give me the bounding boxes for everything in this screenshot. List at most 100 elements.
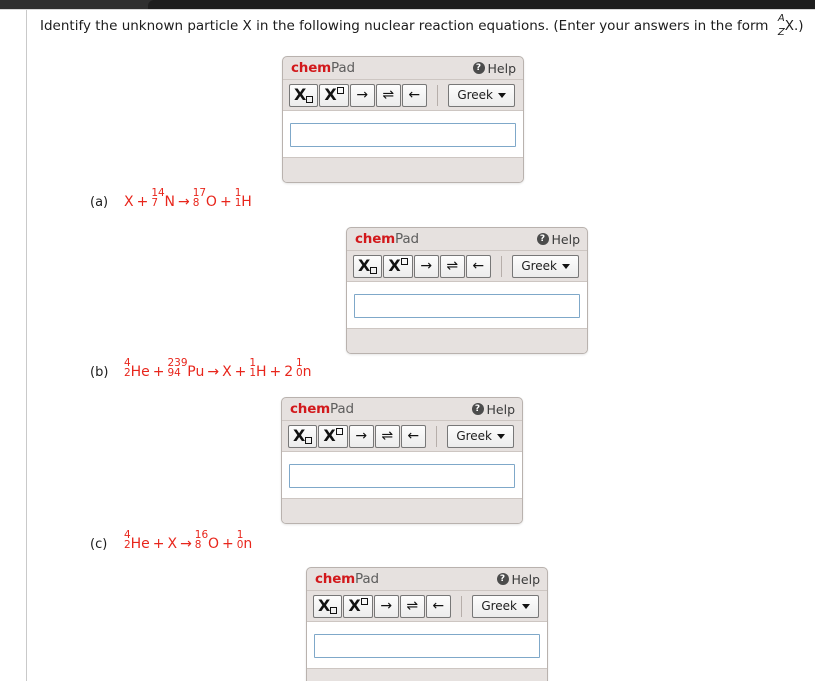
element-symbol: He: [130, 536, 150, 552]
stoichiometric-coefficient: 2: [284, 364, 296, 380]
superscript-button[interactable]: X: [319, 83, 349, 107]
help-label: Help: [511, 571, 541, 587]
left-arrow-button[interactable]: ←: [465, 254, 491, 278]
equilibrium-arrow-button[interactable]: ⇌: [375, 83, 401, 107]
atomic-number: 94: [167, 367, 181, 379]
superscript-button-glyph: X: [388, 256, 408, 275]
reaction-arrow: →: [207, 364, 220, 380]
help-button[interactable]: ?Help: [536, 232, 580, 247]
element-symbol: H: [241, 194, 252, 210]
answer-input[interactable]: [354, 294, 580, 318]
chempad-canvas: [307, 622, 547, 669]
atomic-number: 8: [192, 197, 200, 209]
atomic-number: 0: [295, 367, 303, 379]
chempad-header: chemPad ?Help: [283, 57, 523, 80]
greek-dropdown[interactable]: Greek: [472, 594, 539, 618]
chempad-footer: [307, 669, 547, 681]
equilibrium-arrow-button[interactable]: ⇌: [374, 424, 400, 448]
greek-dropdown[interactable]: Greek: [448, 83, 515, 107]
chrome-divider: [0, 9, 815, 10]
superscript-button-glyph: X: [323, 428, 343, 444]
prompt-text-before: Identify the unknown particle X in the f…: [40, 18, 773, 34]
chempad-logo-pad: Pad: [395, 231, 419, 247]
greek-dropdown[interactable]: Greek: [512, 254, 579, 278]
chempad-logo: chemPad: [291, 60, 355, 76]
plus-operator: +: [152, 536, 165, 552]
superscript-button[interactable]: X: [383, 254, 413, 278]
left-arrow-button[interactable]: ←: [400, 424, 426, 448]
subscript-placeholder-box-icon: [305, 437, 313, 444]
superscript-button[interactable]: X: [343, 594, 373, 618]
superscript-button-letter: X: [324, 85, 337, 104]
unknown-particle-x: X: [222, 364, 232, 380]
subscript-button[interactable]: X: [288, 424, 318, 448]
equation-label: (a): [90, 195, 109, 210]
subscript-placeholder-box-icon: [370, 267, 378, 274]
nuclide-symbol-X: X: [784, 18, 794, 34]
chempad-footer: [282, 499, 522, 523]
subscript-button-letter: X: [293, 426, 306, 445]
chempad-logo: chemPad: [315, 571, 379, 587]
subscript-button[interactable]: X: [313, 594, 343, 618]
chempad-header: chemPad ?Help: [307, 568, 547, 591]
element-symbol: N: [164, 194, 175, 210]
help-button[interactable]: ?Help: [496, 571, 541, 587]
element-symbol: O: [205, 194, 217, 210]
superscript-button[interactable]: X: [318, 424, 348, 448]
right-arrow-button[interactable]: →: [373, 594, 399, 618]
left-arrow-button[interactable]: ←: [425, 594, 451, 618]
chempad-canvas: [347, 282, 587, 329]
chempad-logo-chem: chem: [355, 231, 396, 247]
chempad-logo-pad: Pad: [331, 60, 355, 76]
subscript-button[interactable]: X: [353, 254, 383, 278]
window-chrome-notch: [148, 0, 815, 9]
subscript-button[interactable]: X: [289, 83, 319, 107]
help-button[interactable]: ?Help: [472, 61, 516, 76]
question-mark-circle-icon: ?: [471, 403, 484, 415]
answer-input[interactable]: [289, 464, 515, 488]
left-arrow-button[interactable]: ←: [401, 83, 427, 107]
atomic-number: 7: [151, 197, 159, 209]
superscript-button-letter: X: [388, 256, 401, 275]
answer-input[interactable]: [290, 123, 516, 147]
element-symbol: n: [243, 536, 253, 552]
help-button[interactable]: ?Help: [471, 402, 515, 417]
equilibrium-arrow-button[interactable]: ⇌: [399, 594, 425, 618]
mass-number: 1: [236, 529, 244, 541]
mass-number: 14: [151, 187, 165, 199]
element-symbol: n: [302, 364, 312, 380]
chevron-down-icon: [562, 263, 570, 269]
right-arrow-button[interactable]: →: [413, 254, 439, 278]
greek-dropdown[interactable]: Greek: [447, 424, 514, 448]
equilibrium-arrow-button[interactable]: ⇌: [439, 254, 465, 278]
chempad-header: chemPad?Help: [282, 398, 522, 421]
plus-operator: +: [234, 364, 247, 380]
mass-number: 1: [295, 357, 303, 369]
mass-number-A: A: [777, 13, 785, 24]
superscript-placeholder-box-icon: [400, 258, 408, 265]
answer-input[interactable]: [314, 634, 540, 658]
right-arrow-button[interactable]: →: [349, 83, 375, 107]
right-arrow-button[interactable]: →: [348, 424, 374, 448]
